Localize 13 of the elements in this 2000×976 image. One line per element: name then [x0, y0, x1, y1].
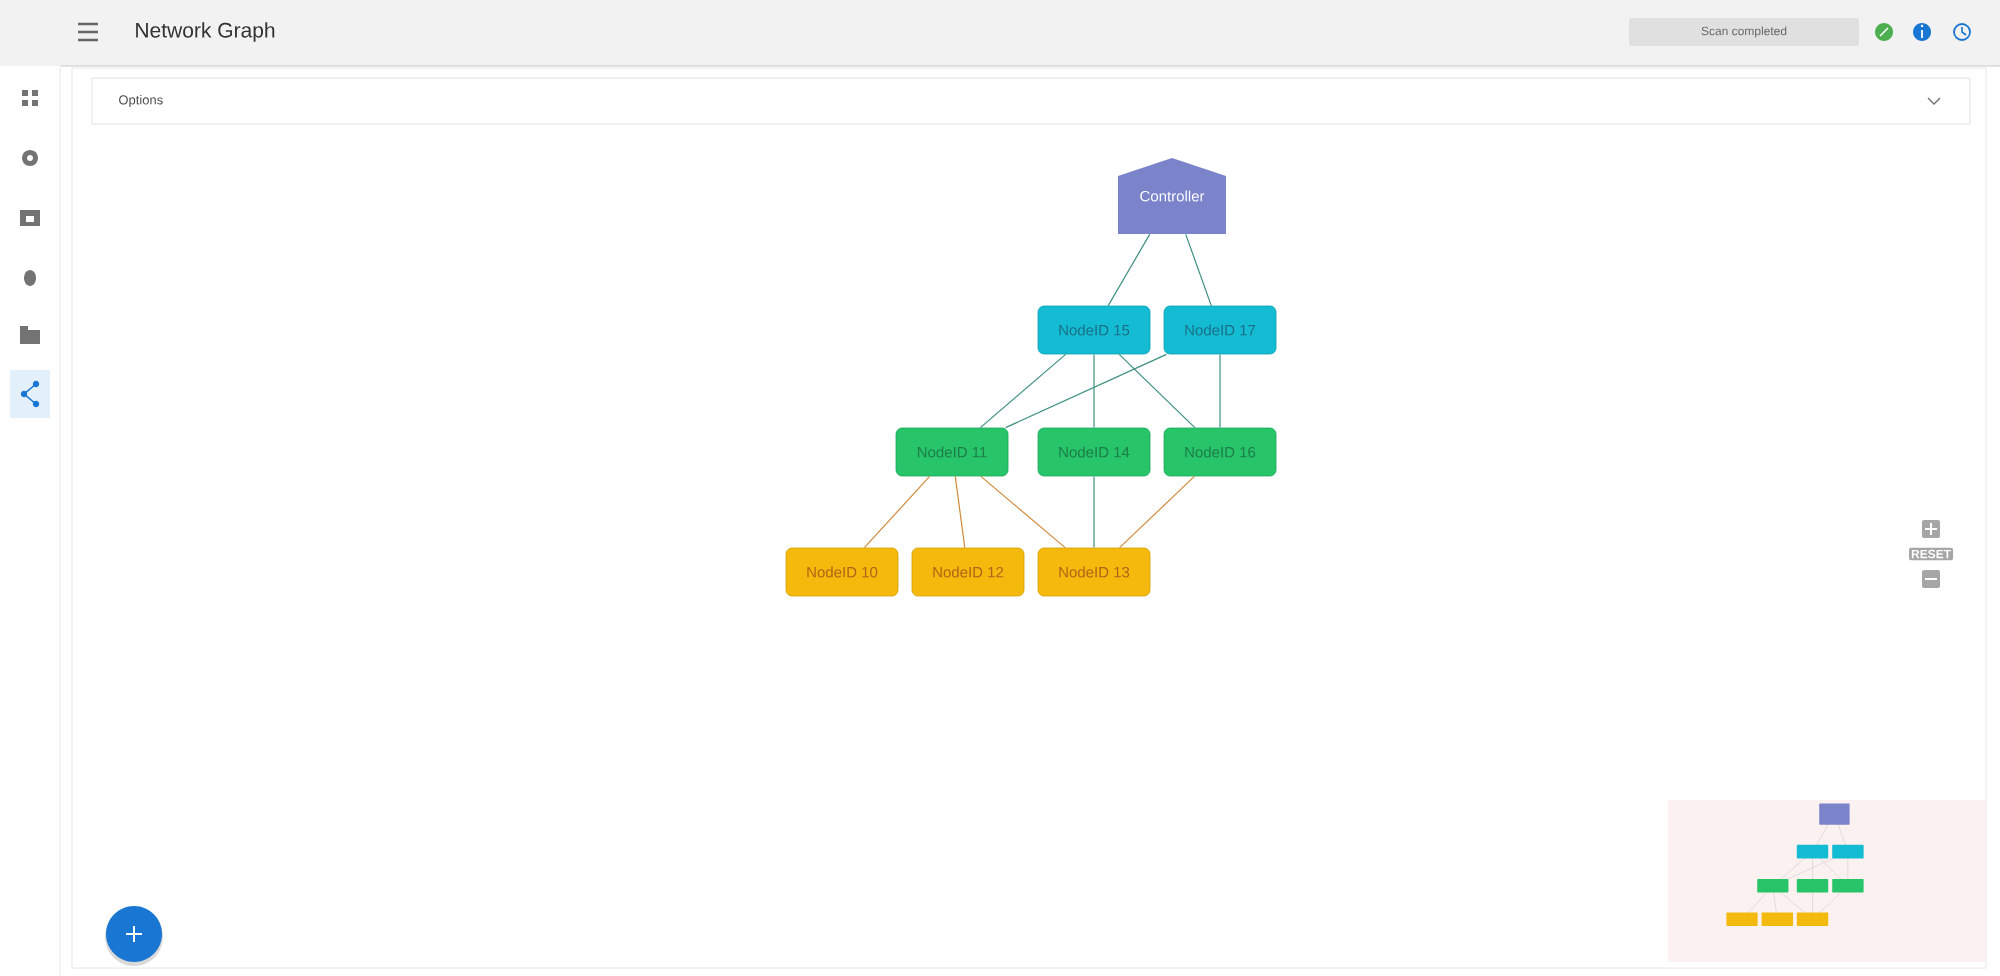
- connector-line: [1107, 233, 1151, 307]
- connector-line: [1005, 353, 1168, 429]
- connector-line: [1093, 353, 1095, 429]
- connector-line: [1219, 353, 1221, 429]
- connector-line: [863, 475, 931, 549]
- connector-line: [1185, 233, 1212, 307]
- connector-line: [1119, 475, 1195, 549]
- page-title: Network Graph: [136, 22, 275, 42]
- connector-line: [1093, 475, 1095, 549]
- connector-line: [954, 475, 966, 549]
- connector-line: [980, 475, 1066, 549]
- connector-line: [1118, 353, 1196, 429]
- connector-line: [979, 353, 1067, 429]
